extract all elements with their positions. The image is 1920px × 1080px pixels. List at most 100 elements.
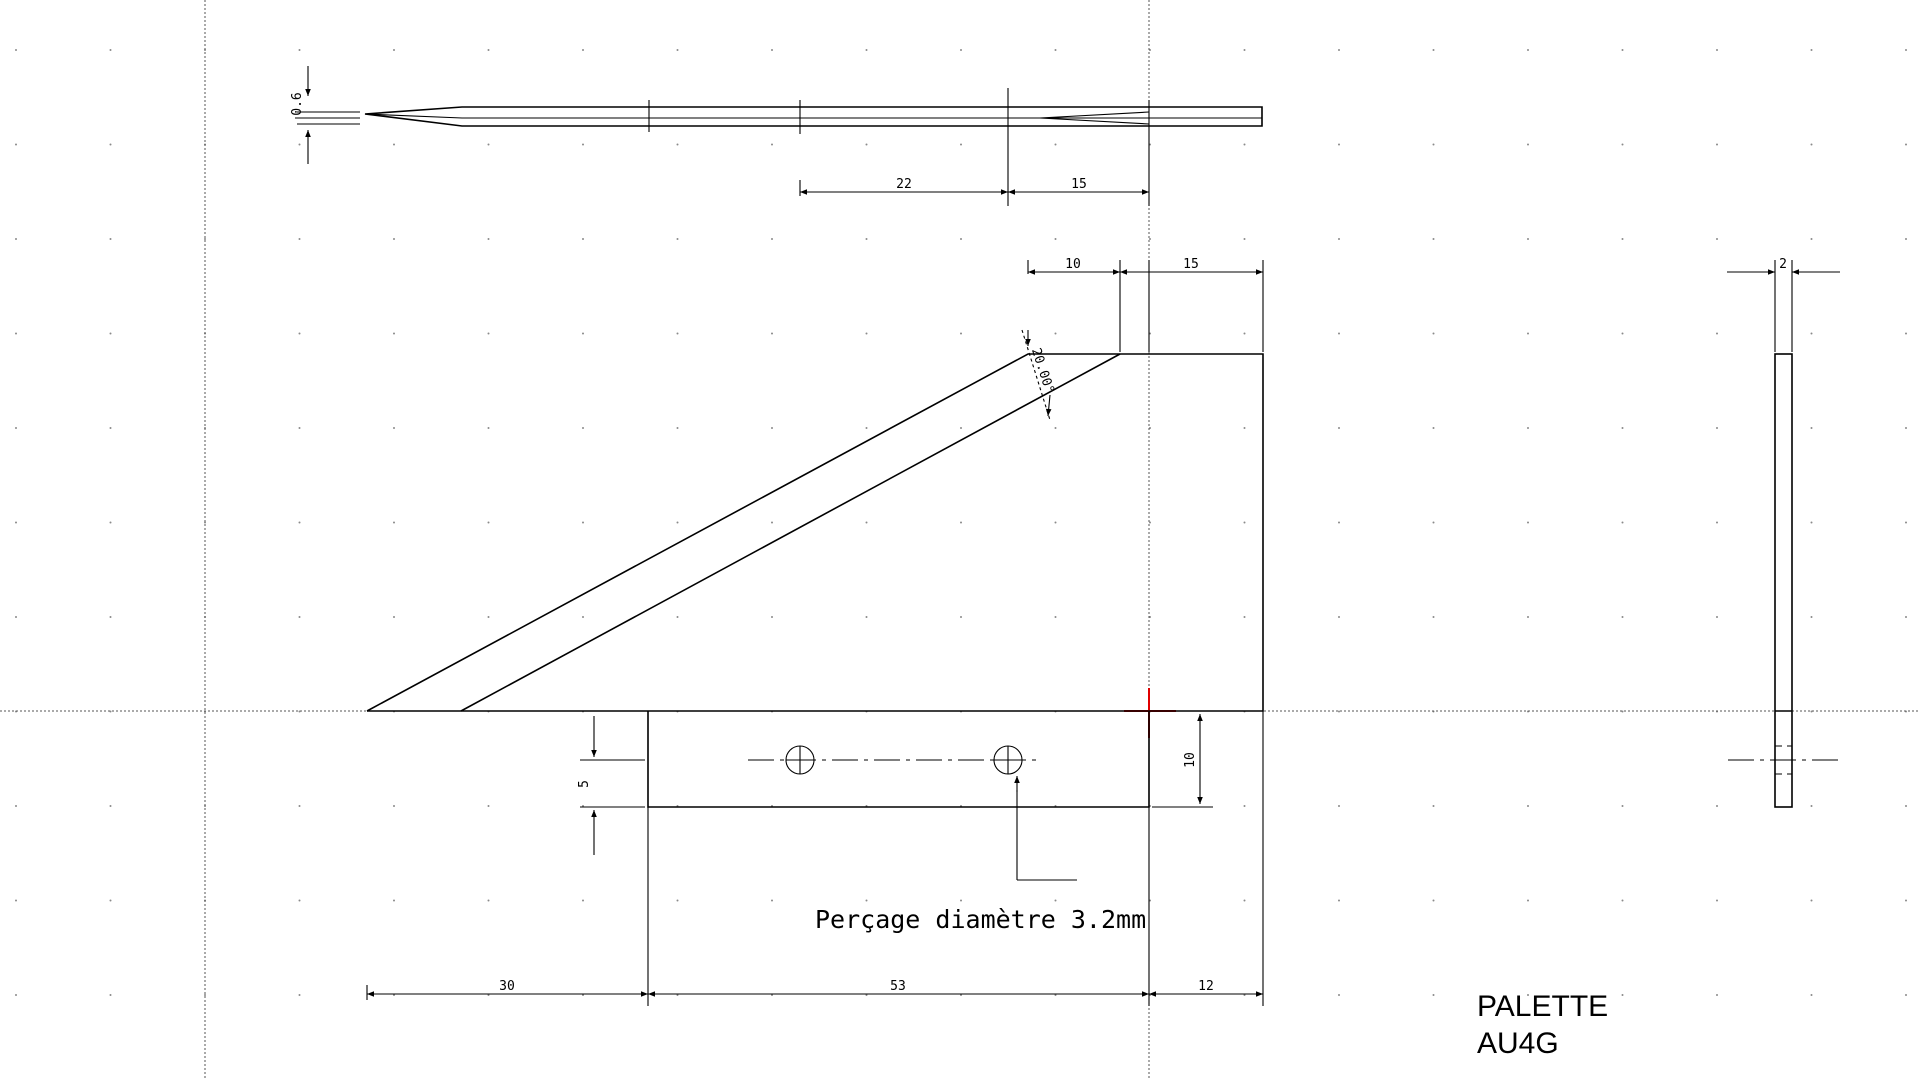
grid-dot bbox=[960, 616, 962, 618]
grid-dot bbox=[1243, 143, 1246, 146]
grid-dot bbox=[1621, 143, 1624, 146]
grid-dot bbox=[393, 427, 395, 429]
grid-dot bbox=[393, 521, 395, 524]
dim-15-top-label: 15 bbox=[1071, 177, 1087, 192]
grid-dot bbox=[298, 994, 301, 996]
grid-dot bbox=[771, 238, 773, 240]
grid-dot bbox=[1432, 143, 1435, 146]
grid-dot bbox=[1054, 521, 1057, 524]
dim-30-label: 30 bbox=[499, 979, 515, 994]
grid-dot bbox=[393, 805, 395, 807]
grid-dot bbox=[1243, 49, 1246, 51]
grid-dot bbox=[1621, 521, 1624, 524]
grid-dot bbox=[1810, 994, 1813, 996]
grid-dot bbox=[1149, 238, 1151, 240]
grid-dot bbox=[1905, 994, 1907, 996]
grid-dot bbox=[771, 521, 773, 524]
grid-dot bbox=[109, 616, 112, 618]
grid-dot bbox=[676, 616, 679, 618]
grid-dot bbox=[1716, 994, 1718, 996]
grid-dot bbox=[1054, 49, 1057, 51]
grid-dot bbox=[1338, 994, 1340, 996]
grid-dot bbox=[676, 143, 679, 146]
grid-dot bbox=[204, 238, 206, 240]
grid-dot bbox=[15, 994, 17, 996]
grid-dot bbox=[676, 332, 679, 335]
grid-dot bbox=[109, 427, 112, 429]
grid-dot bbox=[393, 143, 395, 146]
grid-dot bbox=[1716, 49, 1718, 51]
grid-dot bbox=[1338, 427, 1340, 429]
grid-dot bbox=[298, 332, 301, 335]
top-view bbox=[295, 66, 1263, 206]
grid-dot bbox=[1243, 521, 1246, 524]
grid-dot bbox=[771, 143, 773, 146]
grid-dot bbox=[1621, 49, 1624, 51]
grid-dot bbox=[109, 332, 112, 335]
grid-dot bbox=[298, 521, 301, 524]
grid-dot bbox=[1905, 143, 1907, 146]
grid-dot bbox=[393, 616, 395, 618]
grid-dot bbox=[865, 427, 868, 429]
grid-dot bbox=[771, 332, 773, 335]
grid-dot bbox=[676, 427, 679, 429]
grid-dot bbox=[1243, 805, 1246, 807]
grid-dot bbox=[393, 332, 395, 335]
grid-dot bbox=[109, 238, 112, 240]
dim-2-label: 2 bbox=[1779, 257, 1787, 272]
grid-dot bbox=[1432, 899, 1435, 902]
grid-dot bbox=[1716, 899, 1718, 902]
grid-dots bbox=[15, 49, 1907, 996]
grid-dot bbox=[1621, 332, 1624, 335]
grid-dot bbox=[1716, 805, 1718, 807]
origin-marker bbox=[1124, 688, 1176, 738]
grid-dot bbox=[1432, 332, 1435, 335]
dim-22-label: 22 bbox=[896, 177, 912, 192]
grid-dot bbox=[1810, 238, 1813, 240]
grid-dot bbox=[1716, 521, 1718, 524]
grid-dot bbox=[582, 49, 584, 51]
grid-dot bbox=[1432, 238, 1435, 240]
grid-dot bbox=[1338, 238, 1340, 240]
grid-dot bbox=[204, 994, 206, 996]
grid-dot bbox=[1621, 238, 1624, 240]
grid-dot bbox=[1810, 899, 1813, 902]
side-view bbox=[1727, 260, 1840, 808]
grid-dot bbox=[298, 427, 301, 429]
grid-dot bbox=[15, 616, 17, 618]
dim-12-label: 12 bbox=[1198, 979, 1214, 994]
grid-dot bbox=[1338, 710, 1340, 713]
grid-dot bbox=[1527, 805, 1529, 807]
grid-dot bbox=[15, 899, 17, 902]
grid-dot bbox=[676, 521, 679, 524]
grid-dot bbox=[960, 49, 962, 51]
grid-dot bbox=[1432, 427, 1435, 429]
grid-dot bbox=[15, 427, 17, 429]
grid-dot bbox=[960, 427, 962, 429]
grid-dot bbox=[1810, 143, 1813, 146]
grid-dot bbox=[1905, 521, 1907, 524]
grid-dot bbox=[1243, 427, 1246, 429]
grid-dot bbox=[1338, 49, 1340, 51]
grid-dot bbox=[1810, 332, 1813, 335]
grid-dot bbox=[1716, 616, 1718, 618]
drilling-note: Perçage diamètre 3.2mm bbox=[815, 905, 1146, 934]
grid-dot bbox=[109, 899, 112, 902]
grid-dot bbox=[1527, 994, 1529, 996]
grid-dot bbox=[15, 143, 17, 146]
dim-53-label: 53 bbox=[890, 979, 906, 994]
grid-dot bbox=[960, 238, 962, 240]
grid-dot bbox=[487, 332, 490, 335]
grid-dot bbox=[1810, 805, 1813, 807]
grid-dot bbox=[1338, 521, 1340, 524]
grid-dot bbox=[487, 143, 490, 146]
grid-dot bbox=[487, 899, 490, 902]
grid-dot bbox=[960, 899, 962, 902]
grid-dot bbox=[1527, 521, 1529, 524]
grid-dot bbox=[1905, 427, 1907, 429]
grid-dot bbox=[109, 805, 112, 807]
grid-dot bbox=[1527, 332, 1529, 335]
grid-dot bbox=[1338, 899, 1340, 902]
grid-dot bbox=[487, 805, 490, 807]
grid-dot bbox=[771, 49, 773, 51]
